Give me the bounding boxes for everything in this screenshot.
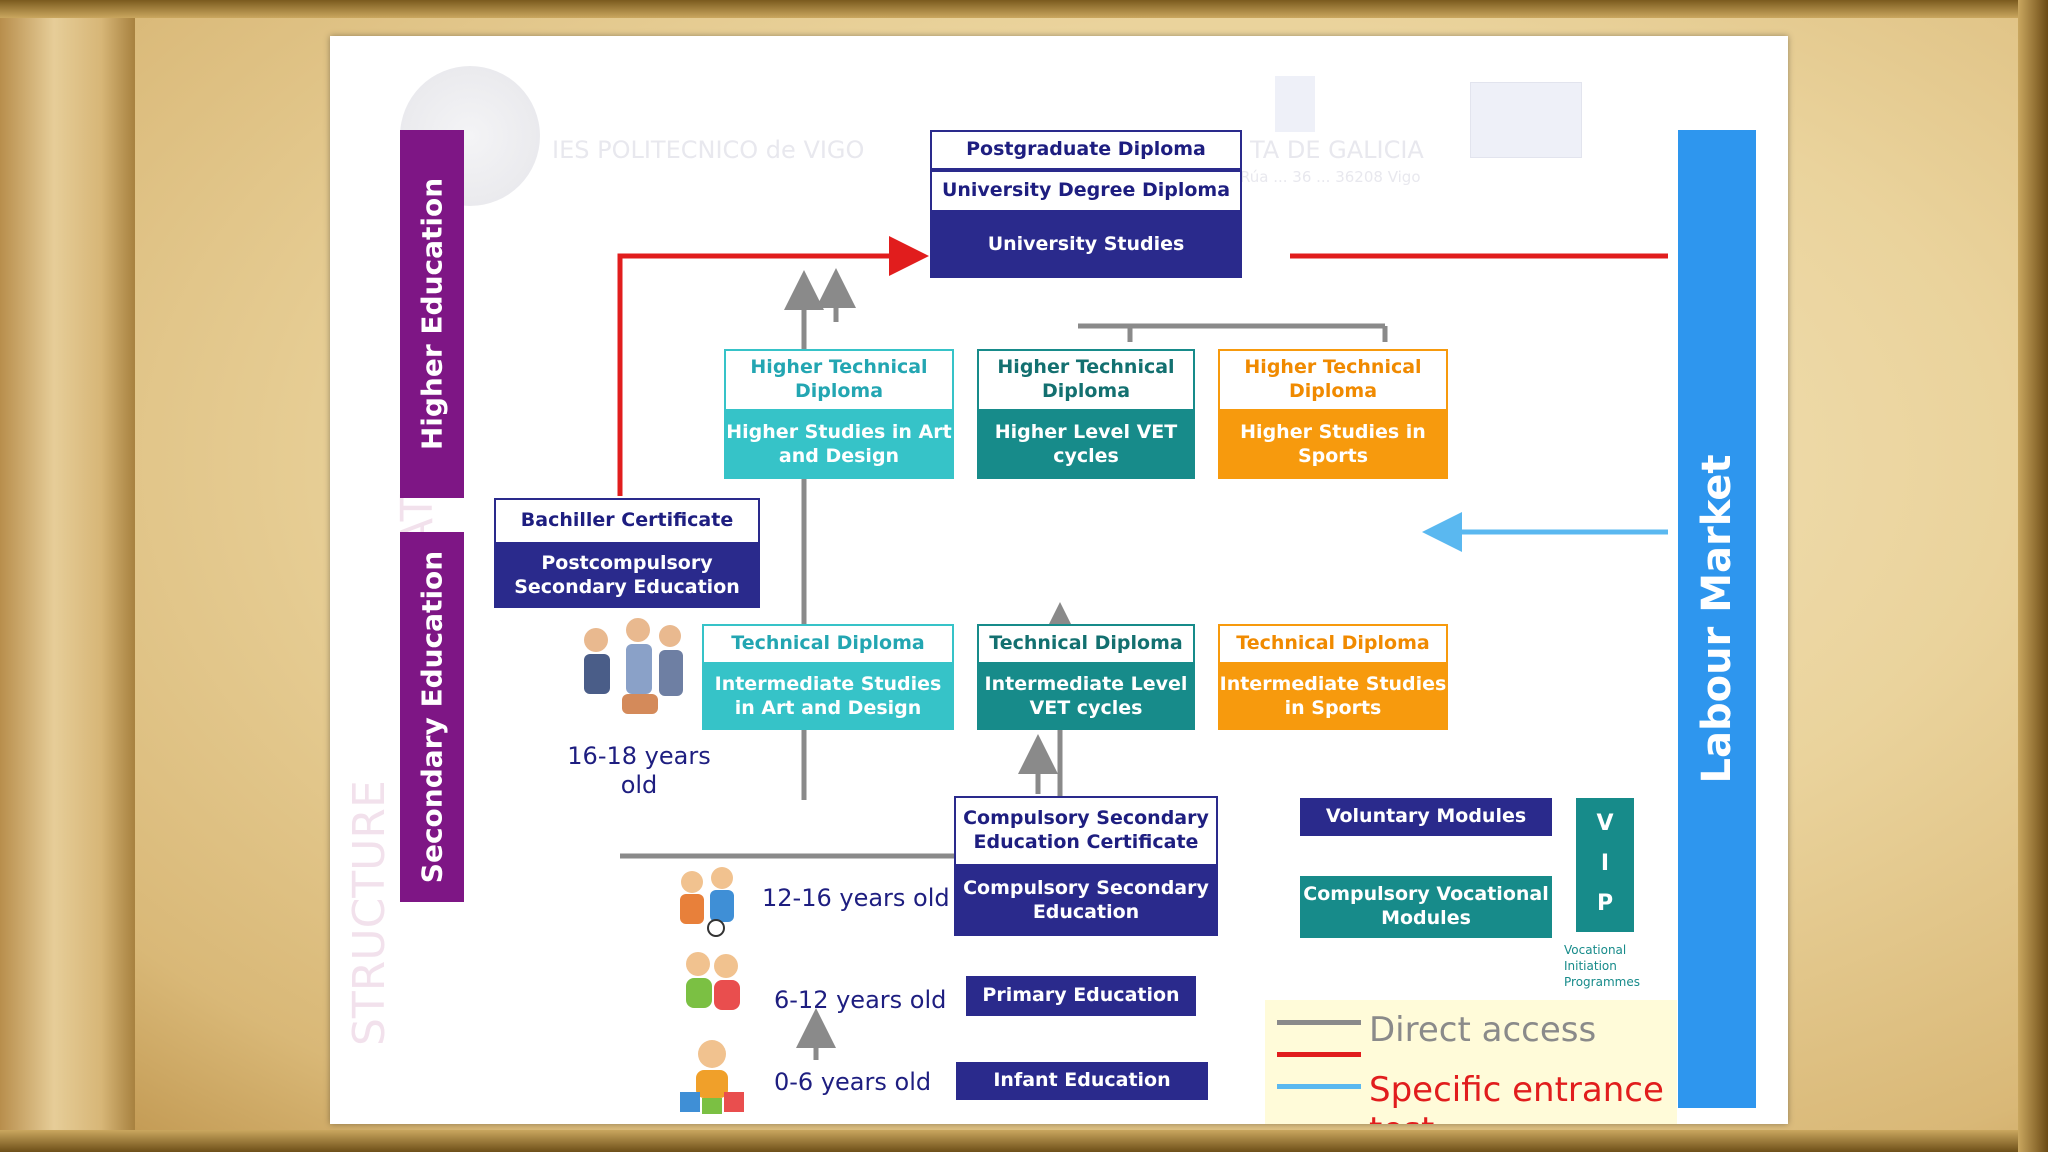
age-6-12: 6-12 years old (774, 986, 947, 1014)
legend-red-line (1277, 1052, 1361, 1057)
watermark-flag-icon (1470, 82, 1582, 158)
legend-specific-test: Specific entrance test (1369, 1070, 1664, 1124)
labour-market-bar: Labour Market (1678, 130, 1756, 1108)
intermediate-art-diploma: Technical Diploma (702, 624, 954, 664)
watermark-region: TA DE GALICIA (1250, 136, 1424, 164)
compulsory-secondary-education: Compulsory Secondary Education (954, 866, 1218, 936)
age-0-6: 0-6 years old (774, 1068, 932, 1096)
watermark-address: Rúa ... 36 ... 36208 Vigo (1240, 168, 1421, 186)
compulsory-secondary-certificate: Compulsory Secondary Education Certifica… (954, 796, 1218, 866)
toddler-blocks-illustration (680, 1040, 744, 1114)
university-degree-diploma: University Degree Diploma (930, 170, 1242, 212)
vip-letter-i: I (1600, 851, 1610, 876)
bachiller-certificate: Bachiller Certificate (494, 498, 760, 544)
higher-education-label: Higher Education (415, 177, 449, 451)
secondary-education-label: Secondary Education (415, 550, 449, 884)
children-soccer-illustration (680, 867, 734, 937)
higher-vet-diploma: Higher Technical Diploma (977, 349, 1195, 411)
higher-vet-cycles: Higher Level VET cycles (977, 411, 1195, 479)
vip-box: V I P (1576, 798, 1634, 932)
university-studies: University Studies (930, 212, 1242, 278)
higher-art-diploma: Higher Technical Diploma (724, 349, 954, 411)
postgraduate-diploma: Postgraduate Diploma (930, 130, 1242, 170)
legend-blue-line (1277, 1084, 1361, 1089)
infant-education: Infant Education (956, 1062, 1208, 1100)
book-bottom-edge (0, 1130, 2048, 1152)
higher-education-sidebar: Higher Education (400, 130, 464, 498)
legend-gray-line (1277, 1020, 1361, 1025)
watermark-school: IES POLITECNICO de VIGO (552, 136, 865, 164)
higher-sports-studies: Higher Studies in Sports (1218, 411, 1448, 479)
book-top-edge (0, 0, 2048, 18)
age-12-16: 12-16 years old (762, 884, 950, 912)
labour-market-label: Labour Market (1694, 454, 1740, 784)
primary-education: Primary Education (966, 976, 1196, 1016)
watermark-emblem-icon (1275, 76, 1315, 132)
slide-page: IES POLITECNICO de VIGO TA DE GALICIA Rú… (330, 36, 1788, 1124)
intermediate-art-studies: Intermediate Studies in Art and Design (702, 664, 954, 730)
book-spine (0, 0, 135, 1152)
book-right-edge (2018, 0, 2048, 1152)
children-illustration (686, 952, 740, 1010)
teenagers-illustration (584, 618, 683, 714)
intermediate-vet-diploma: Technical Diploma (977, 624, 1195, 664)
legend-direct-access: Direct access (1369, 1010, 1597, 1050)
intermediate-sports-diploma: Technical Diploma (1218, 624, 1448, 664)
age-16-18: 16-18 years old (567, 742, 711, 799)
compulsory-vocational-modules: Compulsory Vocational Modules (1300, 876, 1552, 938)
secondary-education-sidebar: Secondary Education (400, 532, 464, 902)
vip-letter-v: V (1596, 811, 1614, 836)
higher-art-studies: Higher Studies in Art and Design (724, 411, 954, 479)
vip-note: Vocational Initiation Programmes (1564, 943, 1640, 989)
intermediate-vet-cycles: Intermediate Level VET cycles (977, 664, 1195, 730)
intermediate-sports-studies: Intermediate Studies in Sports (1218, 664, 1448, 730)
higher-sports-diploma: Higher Technical Diploma (1218, 349, 1448, 411)
vip-letter-p: P (1596, 891, 1614, 916)
legend: Direct access Specific entrance test (1265, 1000, 1677, 1124)
voluntary-modules: Voluntary Modules (1300, 798, 1552, 836)
postcompulsory-secondary-education: Postcompulsory Secondary Education (494, 544, 760, 608)
